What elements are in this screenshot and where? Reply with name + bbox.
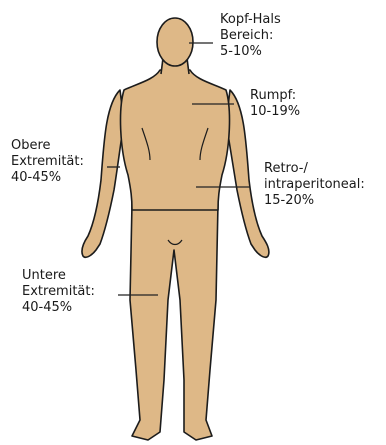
label-upper-extremity: Obere Extremität: 40-45% (11, 138, 84, 186)
body-silhouette (82, 18, 269, 440)
label-lower-extremity: Untere Extremität: 40-45% (22, 268, 95, 316)
label-retro-intraperitoneal: Retro-/ intraperitoneal: 15-20% (264, 161, 365, 209)
label-trunk: Rumpf: 10-19% (250, 88, 300, 120)
label-head: Kopf-Hals Bereich: 5-10% (220, 12, 281, 60)
